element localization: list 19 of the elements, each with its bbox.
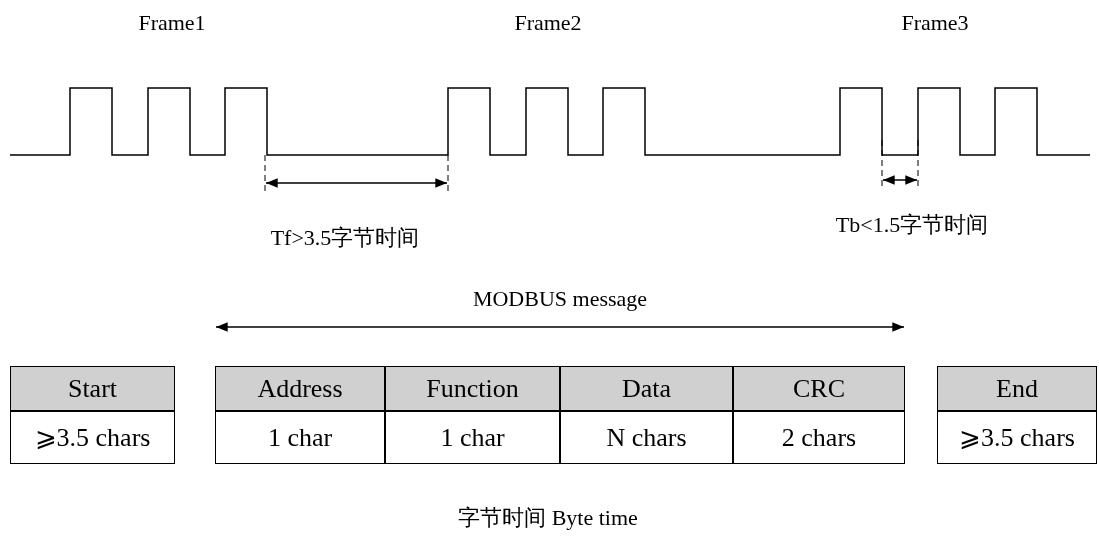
table-header-cell: Start <box>10 366 175 411</box>
table-header-cell: CRC <box>733 366 905 411</box>
table-cell: N chars <box>560 411 733 464</box>
table-cell: ⩾3.5 chars <box>937 411 1097 464</box>
table-cell: 1 char <box>215 411 385 464</box>
timing-label: Tb<1.5字节时间 <box>835 212 989 238</box>
caption: 字节时间 Byte time <box>458 505 638 531</box>
table-header-cell: End <box>937 366 1097 411</box>
frame-label: Frame2 <box>514 10 582 36</box>
table-cell: 1 char <box>385 411 560 464</box>
frame-label: Frame1 <box>138 10 206 36</box>
table-cell: 2 chars <box>733 411 905 464</box>
table-header-cell: Address <box>215 366 385 411</box>
frame-label: Frame3 <box>901 10 969 36</box>
timing-label: Tf>3.5字节时间 <box>270 225 420 251</box>
table-header-cell: Function <box>385 366 560 411</box>
table-cell: ⩾3.5 chars <box>10 411 175 464</box>
table-header-cell: Data <box>560 366 733 411</box>
message-label: MODBUS message <box>472 286 648 312</box>
